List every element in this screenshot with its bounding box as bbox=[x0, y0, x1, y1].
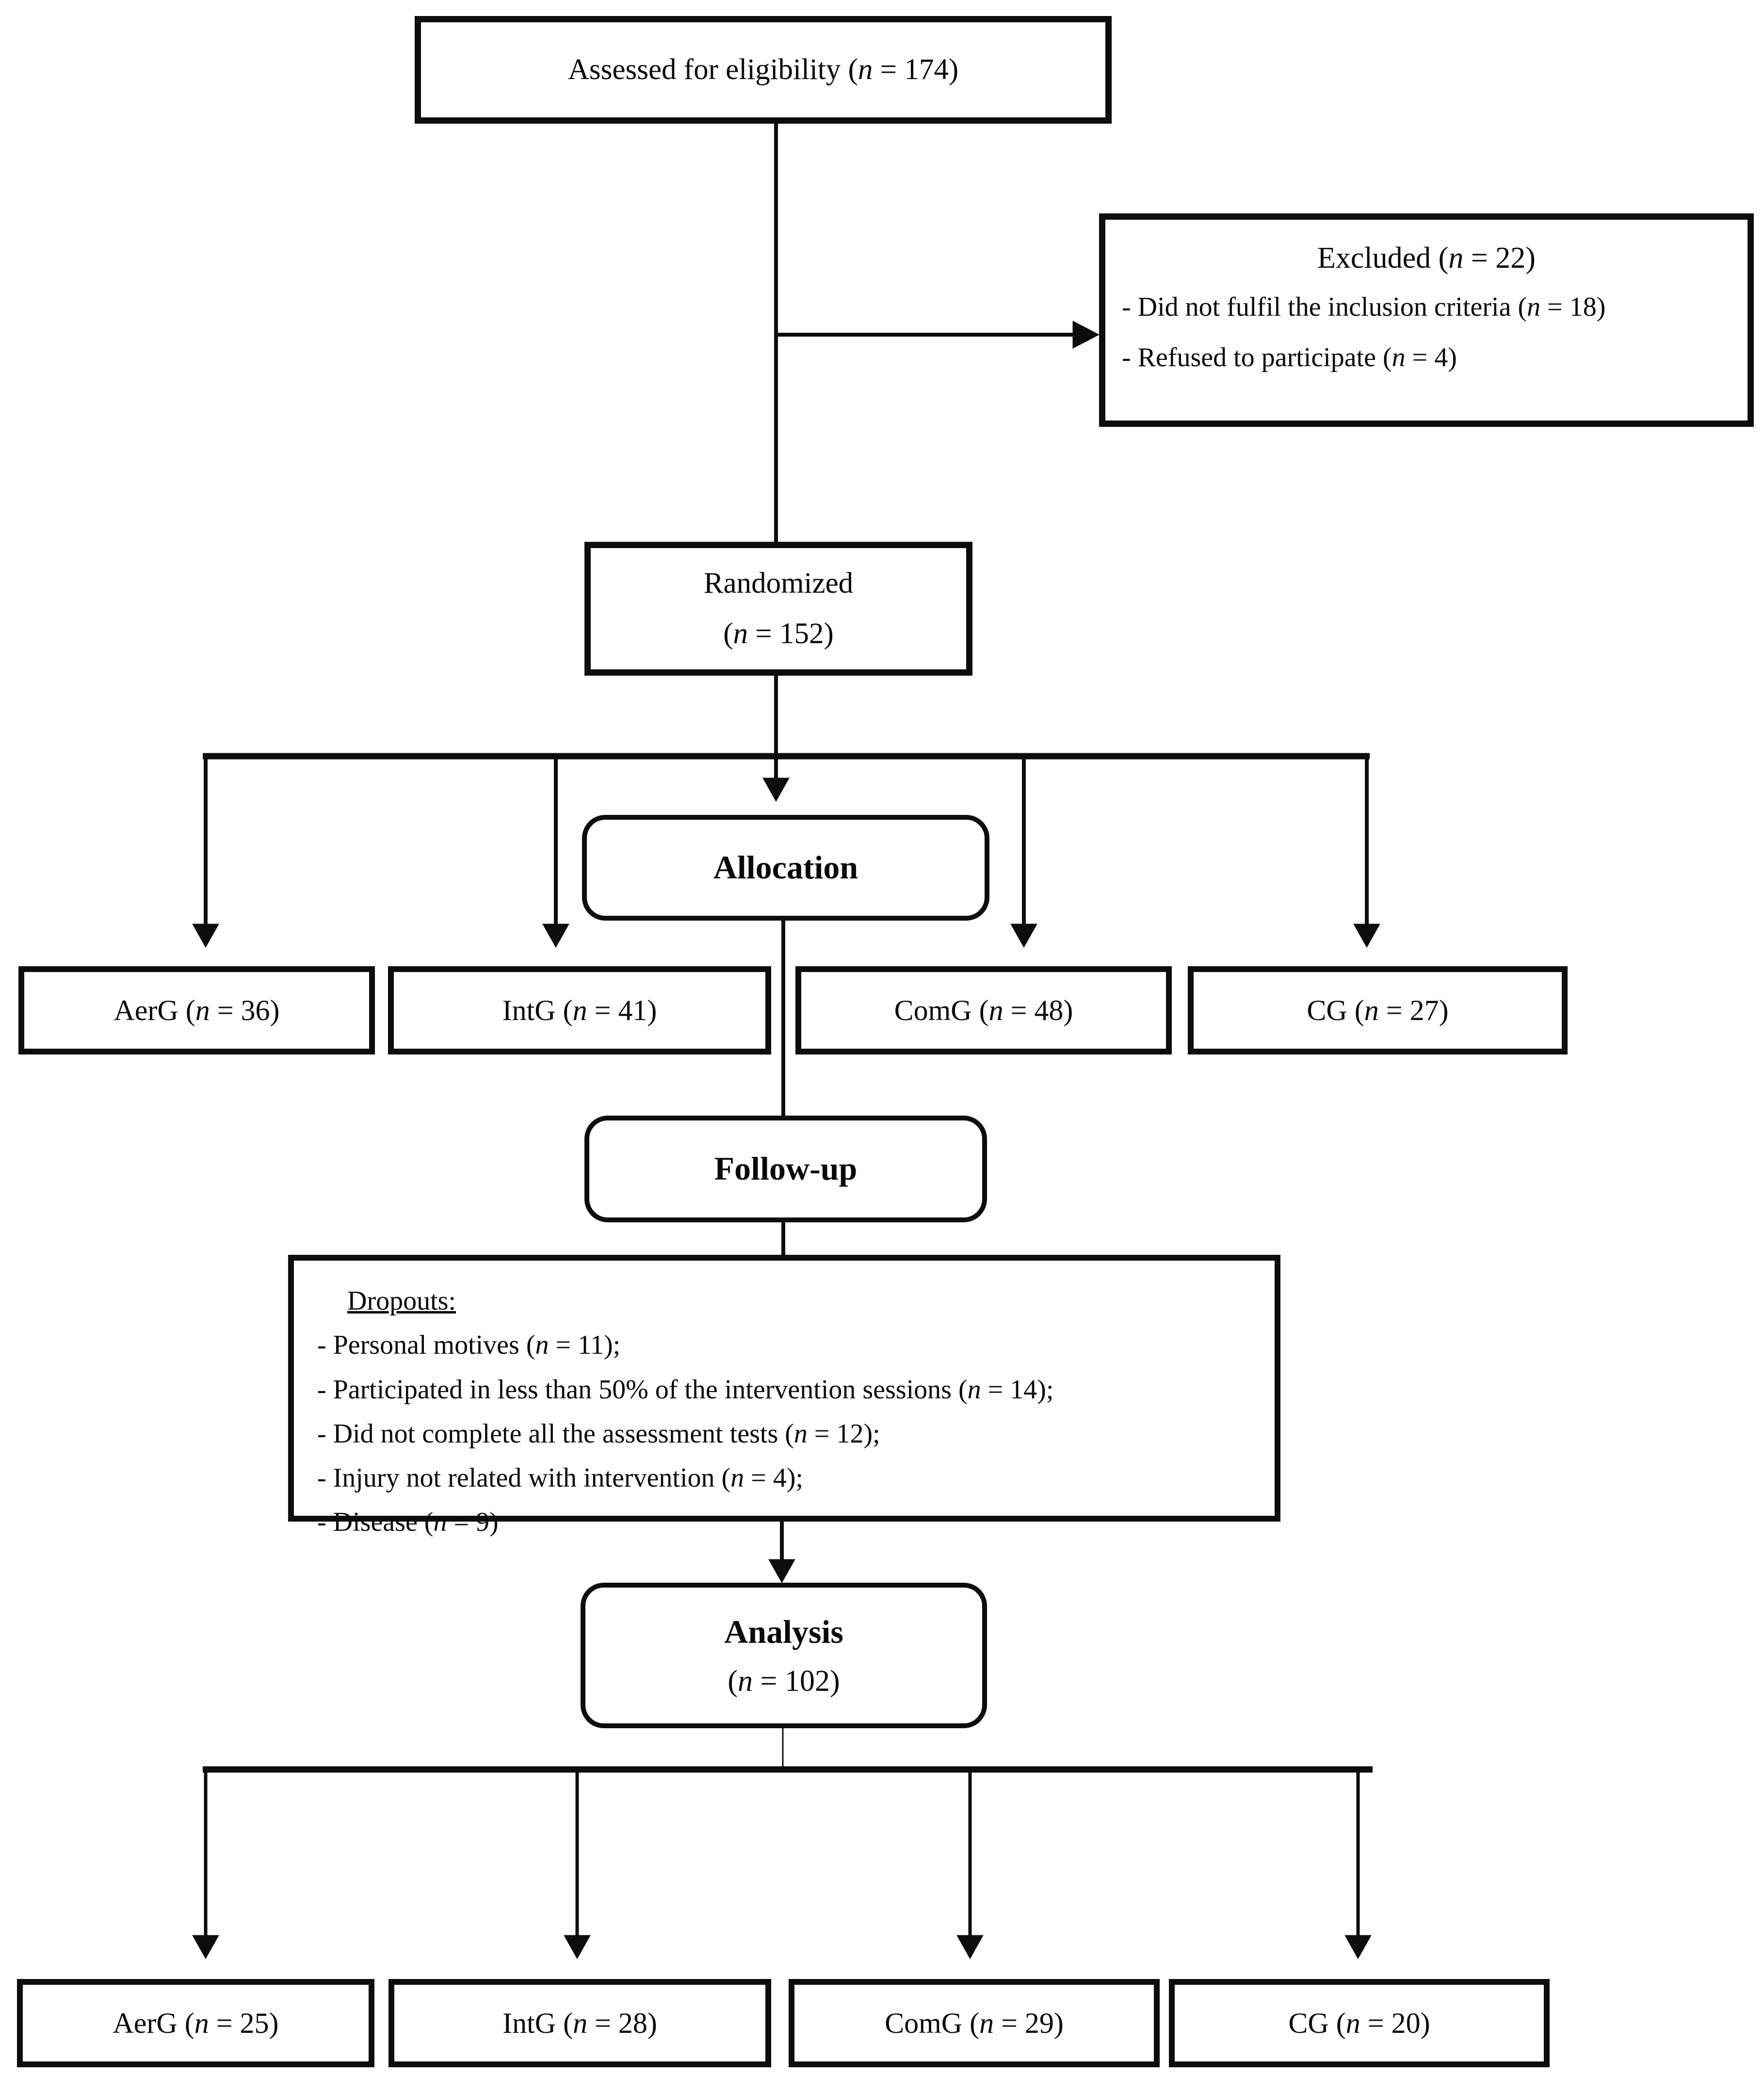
dropouts-title: Dropouts: bbox=[347, 1286, 456, 1316]
excluded-item: - Did not fulfil the inclusion criteria … bbox=[1122, 292, 1606, 323]
excluded-item: - Refused to participate (n = 4) bbox=[1122, 342, 1457, 373]
allocation-intg-label: IntG (n = 41) bbox=[502, 994, 657, 1026]
box-analysis-comg: ComG (n = 29) bbox=[789, 1979, 1160, 2067]
arrowhead-allocation bbox=[762, 778, 790, 802]
arrowhead-comg2 bbox=[956, 1935, 984, 1960]
box-stage-followup: Follow-up bbox=[584, 1116, 987, 1222]
dropouts-item: - Did not complete all the assessment te… bbox=[317, 1418, 880, 1449]
box-allocation-intg: IntG (n = 41) bbox=[388, 966, 771, 1054]
arrowhead-excluded bbox=[1072, 321, 1100, 349]
box-randomized: Randomized (n = 152) bbox=[584, 542, 972, 676]
excluded-title: Excluded (n = 22) bbox=[1317, 242, 1536, 275]
dropouts-item: - Injury not related with intervention (… bbox=[317, 1463, 803, 1493]
box-allocation-aerg: AerG (n = 36) bbox=[18, 966, 375, 1054]
box-assessed-for-eligibility: Assessed for eligibility (n = 174) bbox=[415, 16, 1112, 124]
box-stage-allocation: Allocation bbox=[582, 815, 989, 921]
allocation-aerg-label: AerG (n = 36) bbox=[113, 994, 280, 1026]
box-analysis-intg: IntG (n = 28) bbox=[388, 1979, 771, 2067]
box-analysis-cg: CG (n = 20) bbox=[1169, 1979, 1550, 2067]
analysis-line1: Analysis bbox=[724, 1613, 843, 1651]
box-allocation-cg: CG (n = 27) bbox=[1188, 966, 1568, 1054]
box-dropouts: Dropouts: - Personal motives (n = 11); -… bbox=[288, 1255, 1280, 1537]
arrowhead-analysis bbox=[768, 1559, 795, 1584]
box-allocation-comg: ComG (n = 48) bbox=[795, 966, 1172, 1054]
box-excluded: Excluded (n = 22) - Did not fulfil the i… bbox=[1099, 213, 1754, 427]
dropouts-item: - Disease (n = 9) bbox=[317, 1507, 499, 1538]
assessed-label: Assessed for eligibility (n = 174) bbox=[567, 53, 959, 86]
dropouts-item: - Participated in less than 50% of the i… bbox=[317, 1374, 1054, 1405]
dropouts-item: - Personal motives (n = 11); bbox=[317, 1330, 621, 1361]
arrowhead-intg1 bbox=[542, 924, 569, 948]
arrowhead-aerg1 bbox=[192, 924, 219, 948]
box-stage-analysis: Analysis (n = 102) bbox=[581, 1583, 987, 1728]
allocation-comg-label: ComG (n = 48) bbox=[894, 994, 1073, 1026]
analysis-aerg-label: AerG (n = 25) bbox=[113, 2007, 279, 2039]
arrowhead-cg1 bbox=[1353, 924, 1380, 948]
followup-label: Follow-up bbox=[714, 1150, 858, 1187]
allocation-label: Allocation bbox=[713, 849, 858, 886]
analysis-line2: (n = 102) bbox=[728, 1664, 840, 1698]
analysis-comg-label: ComG (n = 29) bbox=[885, 2007, 1064, 2039]
arrowhead-aerg2 bbox=[192, 1935, 219, 1960]
box-analysis-aerg: AerG (n = 25) bbox=[17, 1979, 374, 2067]
analysis-cg-label: CG (n = 20) bbox=[1288, 2007, 1430, 2039]
randomized-line2: (n = 152) bbox=[723, 617, 834, 650]
allocation-cg-label: CG (n = 27) bbox=[1307, 994, 1449, 1026]
randomized-line1: Randomized bbox=[703, 567, 854, 600]
analysis-intg-label: IntG (n = 28) bbox=[502, 2007, 657, 2039]
arrowhead-intg2 bbox=[564, 1935, 591, 1960]
arrowhead-cg2 bbox=[1344, 1935, 1372, 1960]
arrowhead-comg1 bbox=[1010, 924, 1037, 948]
